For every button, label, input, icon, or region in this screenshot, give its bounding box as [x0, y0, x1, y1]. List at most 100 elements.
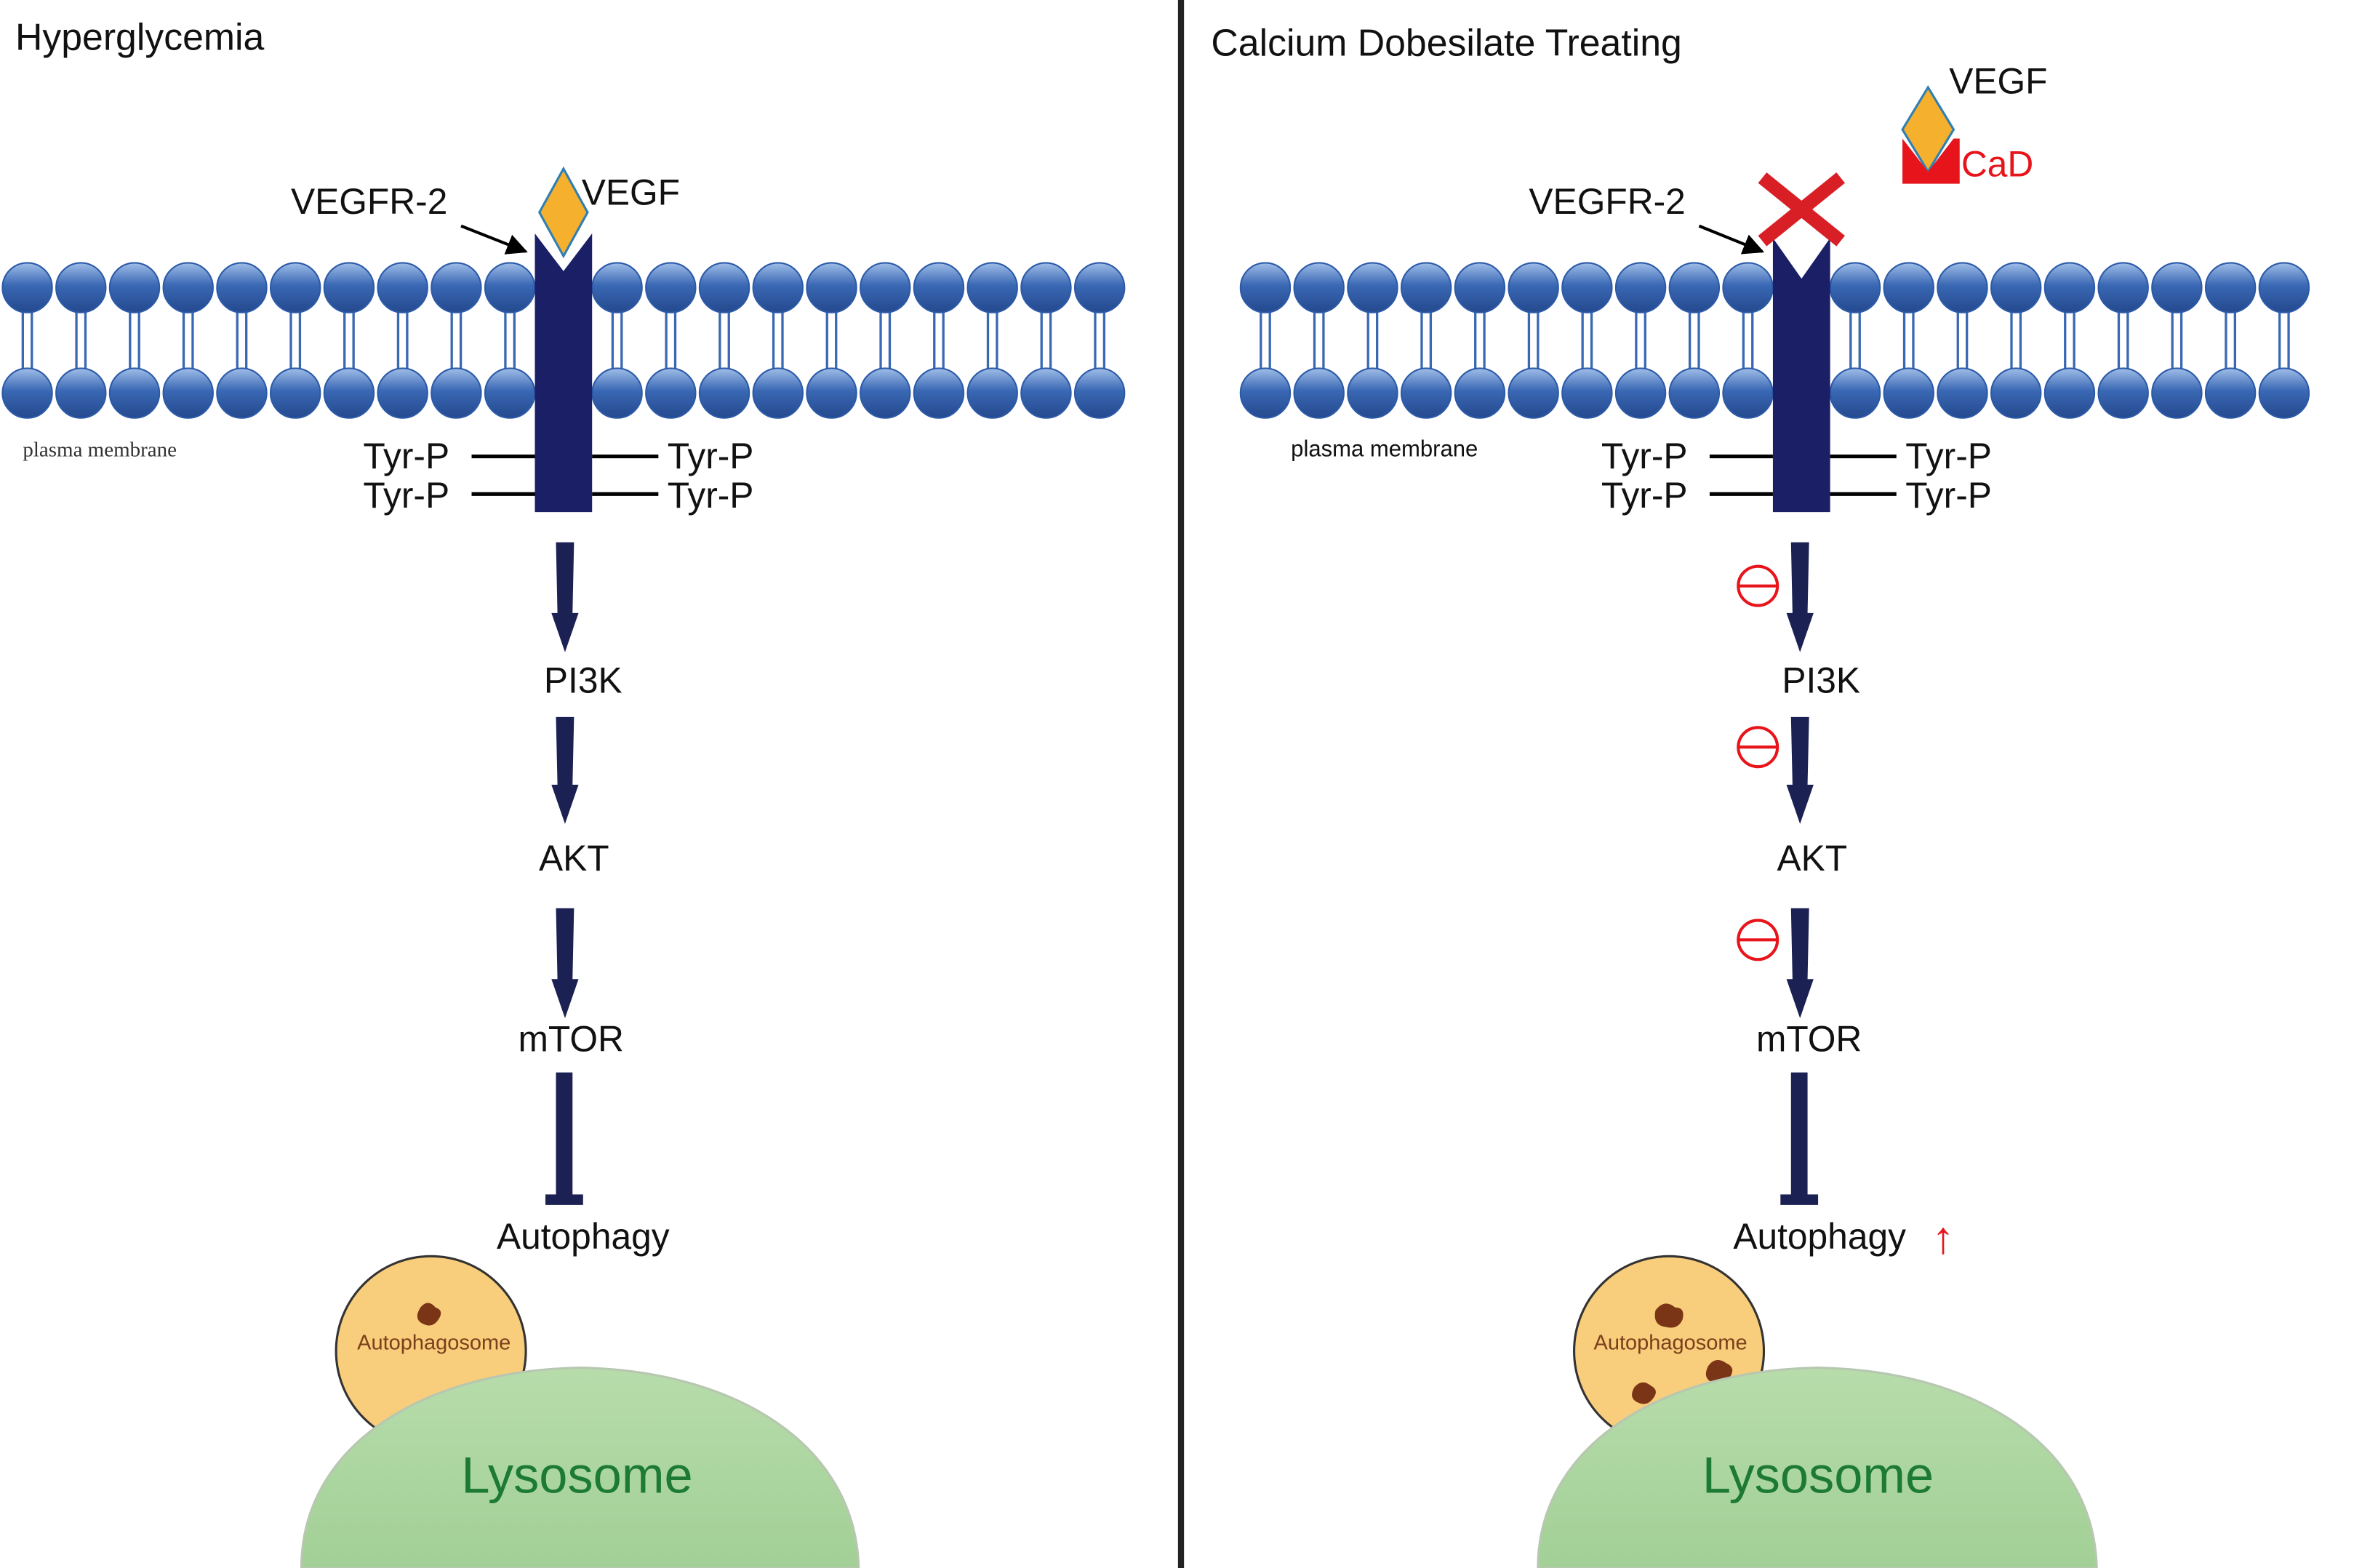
inhibition-minus-icon [1737, 919, 1779, 961]
lipid-head [1, 367, 53, 419]
lipid-head [913, 262, 965, 313]
lipid-head [55, 367, 107, 419]
lipid-head [1239, 367, 1292, 419]
lysosome [1537, 1366, 2098, 1568]
plasma-membrane [1239, 262, 2310, 419]
lipid-head [1614, 262, 1667, 313]
activation-arrow [551, 542, 579, 652]
lipid-head [2043, 262, 2096, 313]
lipid-head [966, 367, 1018, 419]
lipid-head [1883, 367, 1934, 419]
autophagosome-label: Autophagosome [1594, 1332, 1748, 1355]
activation-arrow [1786, 716, 1814, 824]
pathway-node-pi3k: PI3K [544, 660, 622, 701]
lipid-head [2204, 262, 2257, 313]
lipid-head [162, 262, 214, 313]
lipid-head [108, 367, 161, 419]
tyr-p-label: Tyr-P [668, 436, 754, 476]
vegf-label: VEGF [1949, 60, 2047, 101]
lipid-head [1347, 262, 1398, 313]
pathway-node-mtor: mTOR [519, 1019, 624, 1060]
vegfr2-label: VEGFR-2 [291, 181, 447, 222]
lipid-head [431, 262, 482, 313]
lipid-head [1073, 367, 1126, 419]
lipid-head [1668, 367, 1721, 419]
lipid-head [1454, 262, 1506, 313]
lipid-head [269, 367, 321, 419]
tyr-p-label: Tyr-P [1905, 475, 1992, 516]
lipid-head [1990, 262, 2042, 313]
lipid-head [645, 367, 697, 419]
lipid-head [806, 262, 857, 313]
lipid-head [752, 367, 804, 419]
lipid-head [1614, 367, 1667, 419]
lipid-head [645, 262, 697, 313]
tyr-p-label: Tyr-P [1905, 436, 1992, 476]
lipid-head [377, 262, 428, 313]
lipid-head [1400, 367, 1452, 419]
lipid-head [2258, 367, 2310, 419]
lipid-head [1561, 367, 1613, 419]
blocked-cross-icon [1758, 172, 1845, 247]
lipid-head [1020, 367, 1072, 419]
lipid-head [108, 262, 161, 313]
cargo-aggregate [1654, 1303, 1684, 1328]
left-panel: Hyperglycemia plasma membrane VEGF VEGFR… [1, 15, 1126, 1568]
lipid-head [2097, 367, 2149, 419]
vegfr2-receptor [1772, 238, 1830, 513]
inhibition-bar-stem [556, 1072, 573, 1201]
lipid-head [484, 367, 536, 419]
cargo-aggregate [1632, 1382, 1656, 1404]
lipid-head [1829, 262, 1881, 313]
lipid-head [1454, 367, 1506, 419]
lipid-head [2151, 262, 2203, 313]
lipid-head [591, 262, 643, 313]
membrane-label: plasma membrane [23, 439, 177, 462]
lipid-head [1347, 367, 1398, 419]
lipid-head [269, 262, 321, 313]
pathway-node-akt: AKT [1777, 838, 1847, 879]
lipid-head [323, 262, 375, 313]
lipid-head [2043, 367, 2096, 419]
pathway-node-pi3k: PI3K [1782, 660, 1860, 701]
lipid-head [431, 367, 482, 419]
inhibition-bar-head [545, 1194, 583, 1205]
lipid-head [484, 262, 536, 313]
vegfr2-receptor [535, 233, 593, 513]
lipid-head [323, 367, 375, 419]
lipid-head [1020, 262, 1072, 313]
lipid-head [1937, 262, 1988, 313]
lipid-head [1937, 367, 1988, 419]
activation-arrow [551, 716, 579, 824]
lipid-head [1508, 367, 1559, 419]
lipid-head [698, 262, 750, 313]
inhibition-minus-icon [1737, 564, 1779, 607]
right-panel: Calcium Dobesilate Treating VEGF CaD pla… [1211, 22, 2310, 1568]
lipid-head [1668, 262, 1721, 313]
lipid-head [55, 262, 107, 313]
inhibition-bar-stem [1790, 1072, 1808, 1201]
lysosome-label: Lysosome [1702, 1446, 1934, 1503]
lipid-head [1561, 262, 1613, 313]
lipid-head [806, 367, 857, 419]
lipid-head [216, 262, 268, 313]
lipid-head [591, 367, 643, 419]
right-panel-title: Calcium Dobesilate Treating [1211, 22, 1681, 64]
inhibition-bar-head [1780, 1194, 1819, 1205]
lipid-head [1400, 262, 1452, 313]
lysosome-label: Lysosome [461, 1446, 692, 1503]
lipid-head [698, 367, 750, 419]
tyr-p-label: Tyr-P [363, 475, 449, 516]
lipid-head [1722, 262, 1774, 313]
vegfr2-pointer-arrow [460, 224, 528, 255]
lipid-head [1829, 367, 1881, 419]
tyr-p-label: Tyr-P [668, 475, 754, 516]
vegfr2-pointer-arrow [1698, 224, 1765, 255]
lipid-head [2258, 262, 2310, 313]
lipid-head [1883, 262, 1934, 313]
cargo-aggregate [417, 1303, 441, 1326]
increase-arrow-icon: ↑ [1931, 1213, 1954, 1263]
lipid-head [913, 367, 965, 419]
autophagy-label: Autophagy [497, 1216, 670, 1257]
lipid-head [1508, 262, 1559, 313]
